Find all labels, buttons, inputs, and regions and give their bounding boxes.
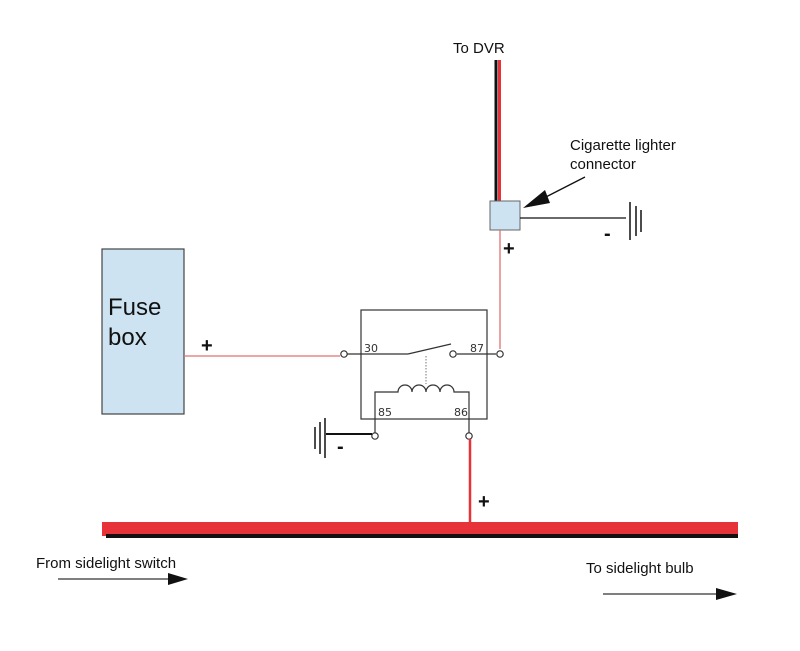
pin-86-label: 86	[454, 406, 468, 419]
relay-ground-icon	[314, 418, 326, 458]
dvr-cable	[494, 60, 501, 203]
terminal-86	[465, 432, 473, 440]
cigarette-lighter-label-line2: connector	[570, 156, 636, 173]
to-dvr-label: To DVR	[453, 40, 505, 57]
terminal-30	[340, 350, 348, 358]
pin-30-label: 30	[364, 342, 378, 355]
feed-plus-sign: +	[478, 491, 490, 513]
relay-coil-icon	[374, 384, 470, 433]
sidelight-cable	[102, 522, 738, 538]
fuse-box-label-line1: Fuse	[108, 294, 161, 321]
pointer-arrow	[523, 176, 586, 208]
ground-icon	[629, 202, 642, 240]
connector-plus-sign: +	[503, 238, 515, 260]
terminal-87	[496, 350, 504, 358]
pin-87-label: 87	[470, 342, 484, 355]
pin-85-label: 85	[378, 406, 392, 419]
relay-switch-contact	[407, 343, 452, 355]
from-switch-arrow-icon	[58, 573, 188, 585]
terminal-85	[371, 432, 379, 440]
fuse-box-label-line2: box	[108, 324, 147, 351]
relay-body	[360, 309, 488, 420]
connector-minus-sign: -	[604, 223, 611, 245]
fuse-plus-sign: +	[201, 335, 213, 357]
cigarette-lighter-connector	[489, 200, 521, 231]
relay: 30 87 85 86	[340, 309, 504, 440]
from-sidelight-switch-label: From sidelight switch	[36, 555, 176, 572]
relay-ground-minus-sign: -	[337, 436, 344, 458]
to-sidelight-bulb-label: To sidelight bulb	[586, 560, 694, 577]
cigarette-lighter-label-line1: Cigarette lighter	[570, 137, 676, 154]
terminal-87-inner	[449, 350, 457, 358]
to-bulb-arrow-icon	[603, 588, 737, 600]
fuse-box	[101, 248, 185, 415]
